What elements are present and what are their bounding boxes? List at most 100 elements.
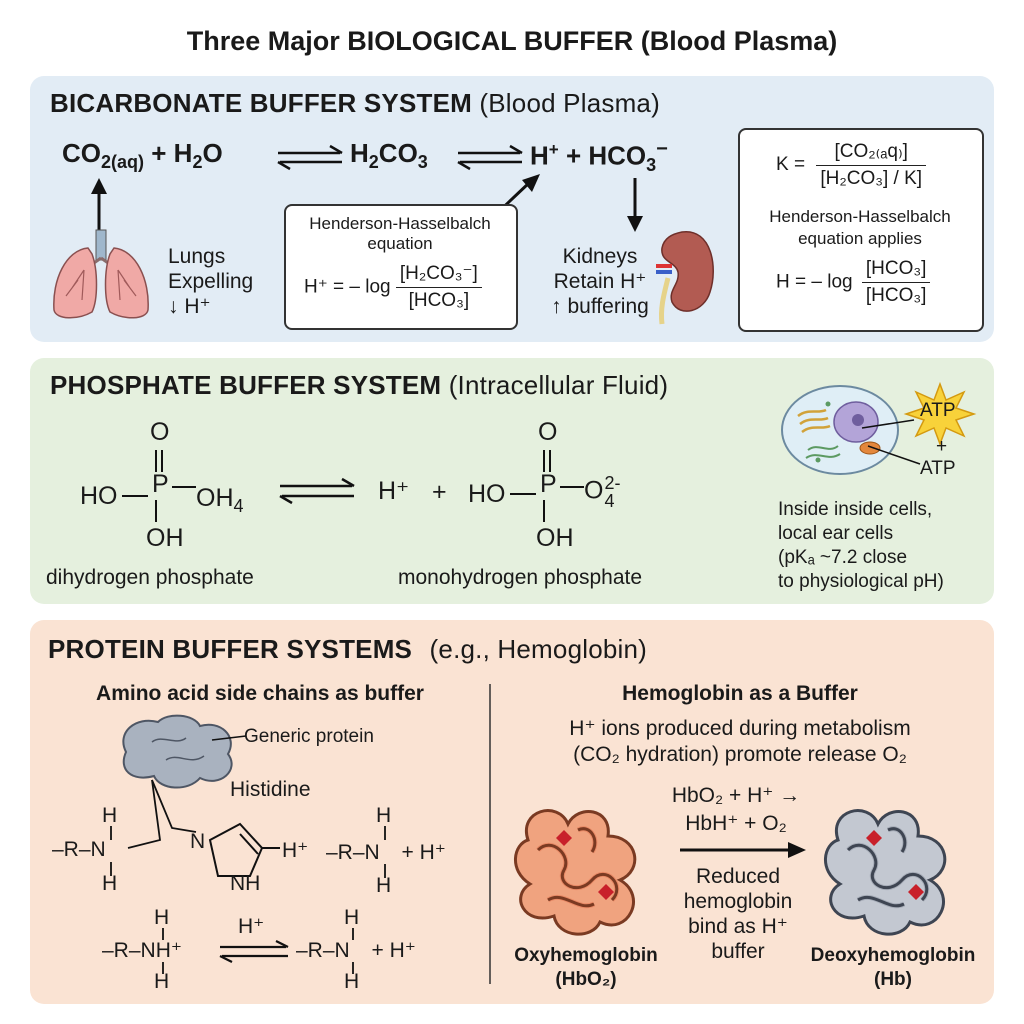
eq-h-plus-hco3: H+ + HCO3−	[530, 138, 668, 176]
reduced-text-1: Reduced	[695, 865, 781, 888]
lungs-label-2: Expelling	[168, 270, 254, 293]
phos-left-oh: OH	[146, 524, 184, 552]
phos-right-o: O	[538, 418, 558, 446]
histidine-n: N	[190, 830, 206, 853]
generic-protein-icon	[122, 714, 233, 789]
r4-bond-bottom	[352, 962, 354, 974]
r2-h-bottom: H	[376, 874, 392, 897]
r4-bond-top	[352, 928, 354, 940]
histidine-label: Histidine	[230, 778, 311, 801]
r2-bond-top	[384, 826, 386, 840]
k-formula: K = [CO₂₍ₐq₎][H₂CO₃] / K]	[776, 140, 927, 190]
r1-h-bottom: H	[102, 872, 118, 895]
phosphate-note-3: (pKₐ ~7.2 close	[778, 547, 908, 568]
hh-box-title-1: Henderson-Hasselbalch	[309, 214, 491, 233]
kidney-icon	[656, 231, 714, 325]
figure-title: Three Major BIOLOGICAL BUFFER (Blood Pla…	[186, 26, 838, 56]
equilibrium-arrow-1	[277, 144, 343, 171]
r3-bond-bottom	[162, 962, 164, 974]
r2-h-top: H	[376, 804, 392, 827]
eq-h2co3-sub1: 2	[368, 152, 379, 173]
r3-h-bottom: H	[154, 970, 170, 993]
phos-right-bond-1	[510, 493, 536, 495]
hh-box-denominator: [HCO₃]	[408, 290, 470, 311]
lungs-label: Lungs Expelling ↓ H⁺	[168, 244, 253, 319]
equilibrium-arrow-2	[457, 144, 523, 171]
eq-hco3-sup: −	[656, 138, 668, 160]
eq-h-sup: +	[548, 140, 559, 159]
hemoglobin-subtitle: Hemoglobin as a Buffer	[622, 682, 858, 705]
k-lhs: K =	[776, 154, 806, 175]
phos-left-oh4-sub: 4	[233, 496, 244, 516]
phos-right-o4-sub: 4	[604, 491, 615, 511]
r1-bond-top	[110, 826, 112, 840]
hh-box-formula: H⁺ = – log [H₂CO₃⁻][HCO₃]	[304, 262, 482, 312]
phos-right-o4-sup: 2-	[604, 473, 621, 493]
phosphate-equilibrium-arrow	[279, 477, 355, 505]
r2-main: –R–N	[326, 841, 380, 864]
phosphate-heading-sub: (Intracellular Fluid)	[448, 370, 669, 400]
r3-main: –R–NH⁺	[102, 939, 182, 962]
phosphate-note: Inside inside cells, local ear cells (pK…	[778, 498, 944, 594]
henderson-hasselbalch-box	[284, 204, 518, 330]
reduced-text-3: bind as H⁺	[688, 915, 788, 938]
protein-equilibrium-arrow	[219, 940, 289, 963]
hh-box-numerator: [H₂CO₃⁻]	[395, 262, 482, 288]
kidney-label: Kidneys Retain H⁺ ↑ buffering	[540, 244, 660, 319]
lungs-label-3: ↓ H⁺	[168, 295, 211, 318]
kidney-label-2: Retain H⁺	[553, 270, 647, 293]
phos-right-ho: HO	[468, 480, 506, 508]
hemoglobin-desc-2: (CO₂ hydration) promote release O₂	[573, 743, 907, 766]
r1-main: –R–N	[52, 838, 106, 861]
oxyhemoglobin-label-2: (HbO₂)	[555, 969, 617, 990]
eq-h2co3: H2CO3	[350, 138, 428, 173]
phos-right-bond-2	[560, 486, 584, 488]
hh-box-title: Henderson-Hasselbalch equation	[286, 214, 514, 254]
phos-plus: +	[432, 478, 447, 506]
r2-bond-bottom	[384, 864, 386, 878]
deoxyhemoglobin-label: Deoxyhemoglobin (Hb)	[800, 944, 986, 992]
hemoglobin-reaction-2: HbH⁺ + O₂	[685, 812, 787, 835]
deoxyhemoglobin-icon	[824, 809, 947, 936]
hh-box-title-2: equation	[367, 234, 433, 253]
hh-box-lhs: H⁺ = – log	[304, 276, 391, 298]
oxyhemoglobin-label-1: Oxyhemoglobin	[514, 945, 658, 966]
bicarbonate-equation-left: CO2(aq) + H2O	[62, 138, 223, 173]
atp-label-2: ATP	[920, 458, 956, 479]
eq-co2: CO	[62, 138, 101, 168]
hemoglobin-reaction: HbO₂ + H⁺ → HbH⁺ + O₂	[656, 782, 816, 838]
protein-divider	[489, 684, 491, 984]
phos-h-plus: H⁺	[378, 477, 410, 505]
eq-h2co3-co: CO	[378, 138, 418, 168]
histidine-ring	[208, 822, 280, 877]
h-denominator: [HCO₃]	[865, 285, 927, 306]
histidine-nh: NH	[230, 872, 261, 895]
hh-applies-1: Henderson-Hasselbalch	[769, 207, 951, 226]
atp-label-1: ATP	[920, 400, 956, 421]
k-denominator: [H₂CO₃] / K]	[820, 168, 923, 189]
r2-main-row: –R–N + H⁺	[326, 840, 446, 865]
phos-left-o: O	[150, 418, 170, 446]
protein-heading-text: PROTEIN BUFFER SYSTEMS	[48, 634, 413, 664]
generic-protein-pointer	[211, 735, 247, 741]
hemoglobin-reaction-1: HbO₂ + H⁺ →	[671, 784, 801, 807]
r3-h-top: H	[154, 906, 170, 929]
arrow-up-from-lungs	[91, 178, 107, 232]
r4-main-row: –R–N + H⁺	[296, 938, 416, 963]
eq-h2co3-sub2: 3	[417, 152, 428, 173]
phosphate-heading: PHOSPHATE BUFFER SYSTEM (Intracellular F…	[50, 370, 668, 401]
r3-bond-top	[162, 928, 164, 940]
phos-left-ho: HO	[80, 482, 118, 510]
k-numerator: [CO₂₍ₐq₎]	[816, 140, 927, 166]
oxyhemoglobin-icon	[514, 809, 637, 936]
protein-heading: PROTEIN BUFFER SYSTEMS (e.g., Hemoglobin…	[48, 634, 647, 665]
lungs-label-1: Lungs	[168, 245, 226, 268]
phos-right-p: P	[540, 470, 557, 498]
phosphate-note-4: to physiological pH)	[778, 571, 944, 592]
phos-right-o4-text: O	[584, 476, 604, 505]
hh-applies-2: equation applies	[798, 229, 922, 248]
r4-main: –R–N	[296, 939, 350, 962]
phos-left-oh4: OH4	[196, 484, 244, 517]
protein-arrow-h-plus: H⁺	[238, 915, 265, 938]
